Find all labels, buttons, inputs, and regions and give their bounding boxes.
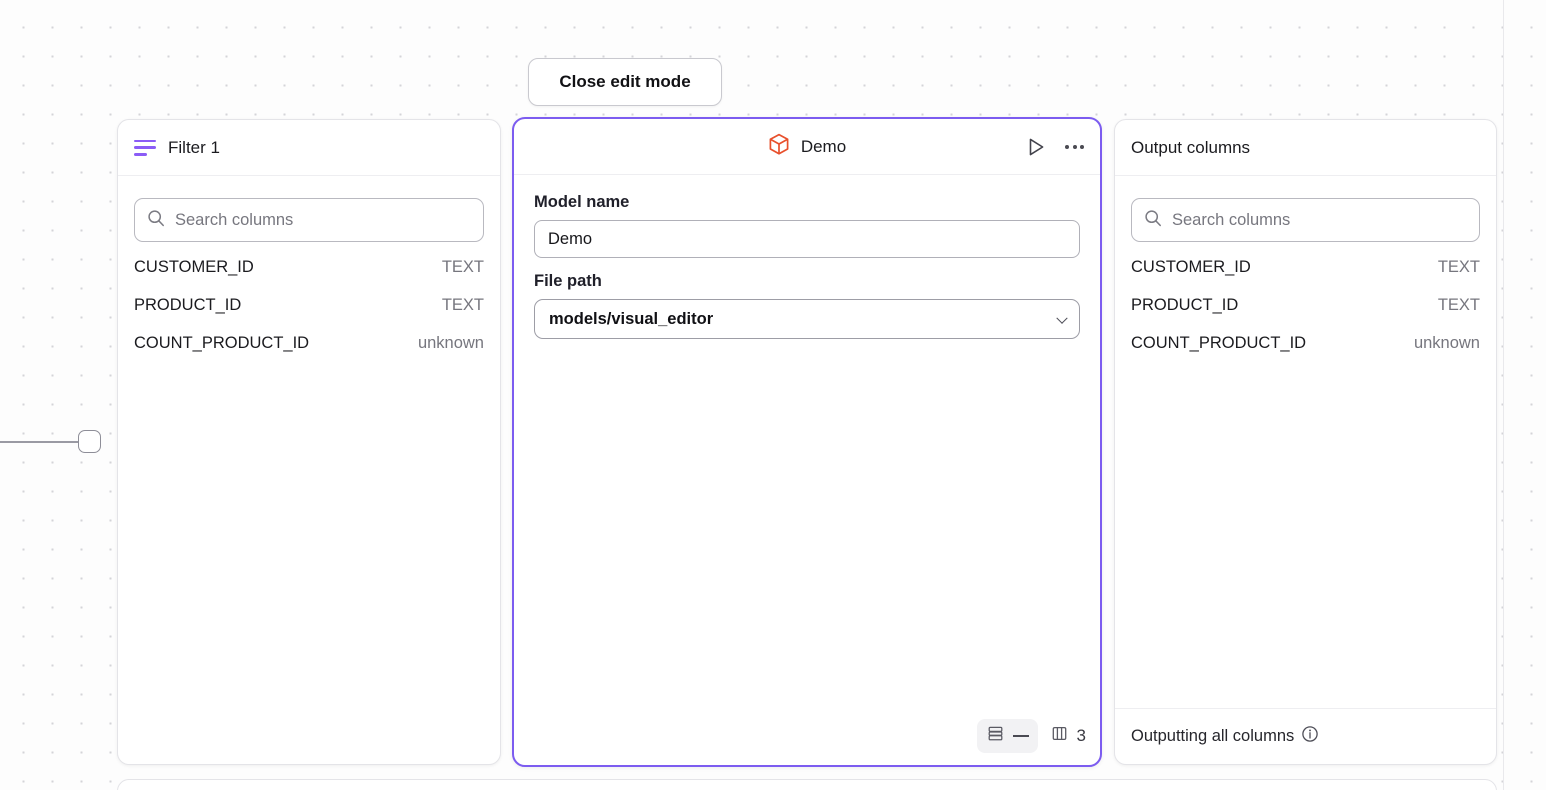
table-row[interactable]: CUSTOMER_ID TEXT [134, 258, 484, 296]
column-type: unknown [1413, 334, 1480, 352]
model-node-panel[interactable]: Demo Model name File path models/visual_… [512, 117, 1102, 767]
column-name: COUNT_PRODUCT_ID [1131, 334, 1307, 352]
rows-indicator[interactable] [976, 719, 1038, 753]
column-name: CUSTOMER_ID [1131, 258, 1251, 276]
column-name: PRODUCT_ID [134, 296, 242, 314]
column-type: TEXT [1437, 296, 1480, 314]
file-path-select[interactable]: models/visual_editor [534, 299, 1080, 339]
model-name-input[interactable] [534, 220, 1080, 258]
output-footer-text: Outputting all columns [1131, 727, 1295, 745]
column-type: unknown [417, 334, 484, 352]
model-panel-body: Model name File path models/visual_edito… [514, 175, 1100, 765]
bottom-partial-panel[interactable] [117, 779, 1497, 790]
table-row[interactable]: COUNT_PRODUCT_ID unknown [1131, 334, 1480, 372]
rows-icon [986, 724, 1005, 748]
model-panel-footer: 3 [976, 719, 1086, 753]
columns-count: 3 [1076, 726, 1086, 745]
edge-connector-line [0, 441, 80, 443]
column-type: TEXT [1437, 258, 1480, 276]
filter-column-list: CUSTOMER_ID TEXT PRODUCT_ID TEXT COUNT_P… [118, 242, 500, 372]
filter-panel-title: Filter 1 [168, 137, 220, 157]
cube-icon [768, 133, 790, 161]
columns-icon [1050, 724, 1069, 748]
output-search-input[interactable] [1172, 210, 1467, 230]
table-row[interactable]: PRODUCT_ID TEXT [1131, 296, 1480, 334]
table-row[interactable]: PRODUCT_ID TEXT [134, 296, 484, 334]
model-header-actions [1023, 119, 1086, 175]
column-type: TEXT [441, 296, 484, 314]
column-name: PRODUCT_ID [1131, 296, 1239, 314]
rows-value-dash [1012, 735, 1029, 737]
table-row[interactable]: CUSTOMER_ID TEXT [1131, 258, 1480, 296]
filter-search-box[interactable] [134, 198, 484, 242]
output-search-box[interactable] [1131, 198, 1480, 242]
model-panel-title: Demo [800, 136, 847, 156]
column-name: COUNT_PRODUCT_ID [134, 334, 310, 352]
output-panel-footer: Outputting all columns [1115, 708, 1496, 764]
filter-panel-header: Filter 1 [118, 120, 500, 176]
column-type: TEXT [441, 258, 484, 276]
column-name: CUSTOMER_ID [134, 258, 254, 276]
output-column-list: CUSTOMER_ID TEXT PRODUCT_ID TEXT COUNT_P… [1115, 242, 1496, 372]
file-path-label: File path [534, 272, 602, 290]
model-title-group: Demo [768, 133, 846, 161]
filter-node-panel[interactable]: Filter 1 CUSTOMER_ID TEXT PRODUCT_ID TEX… [117, 119, 501, 765]
filter-search-input[interactable] [175, 210, 471, 230]
search-icon [1144, 209, 1162, 232]
edge-connector-handle[interactable] [78, 430, 101, 453]
close-edit-mode-button[interactable]: Close edit mode [528, 58, 722, 106]
output-panel-title: Output columns [1131, 137, 1251, 157]
model-panel-header: Demo [514, 119, 1100, 175]
run-icon[interactable] [1023, 134, 1049, 160]
info-icon[interactable] [1301, 725, 1319, 748]
more-options-icon[interactable] [1063, 143, 1086, 151]
filter-icon [134, 139, 156, 156]
output-panel-header: Output columns [1115, 120, 1496, 176]
output-columns-panel[interactable]: Output columns CUSTOMER_ID TEXT PRODUCT_… [1114, 119, 1497, 765]
columns-indicator[interactable]: 3 [1048, 724, 1086, 748]
search-icon [147, 209, 165, 232]
table-row[interactable]: COUNT_PRODUCT_ID unknown [134, 334, 484, 372]
file-path-select-value[interactable]: models/visual_editor [534, 299, 1080, 339]
model-name-label: Model name [534, 193, 630, 211]
canvas-right-divider [1503, 0, 1504, 790]
